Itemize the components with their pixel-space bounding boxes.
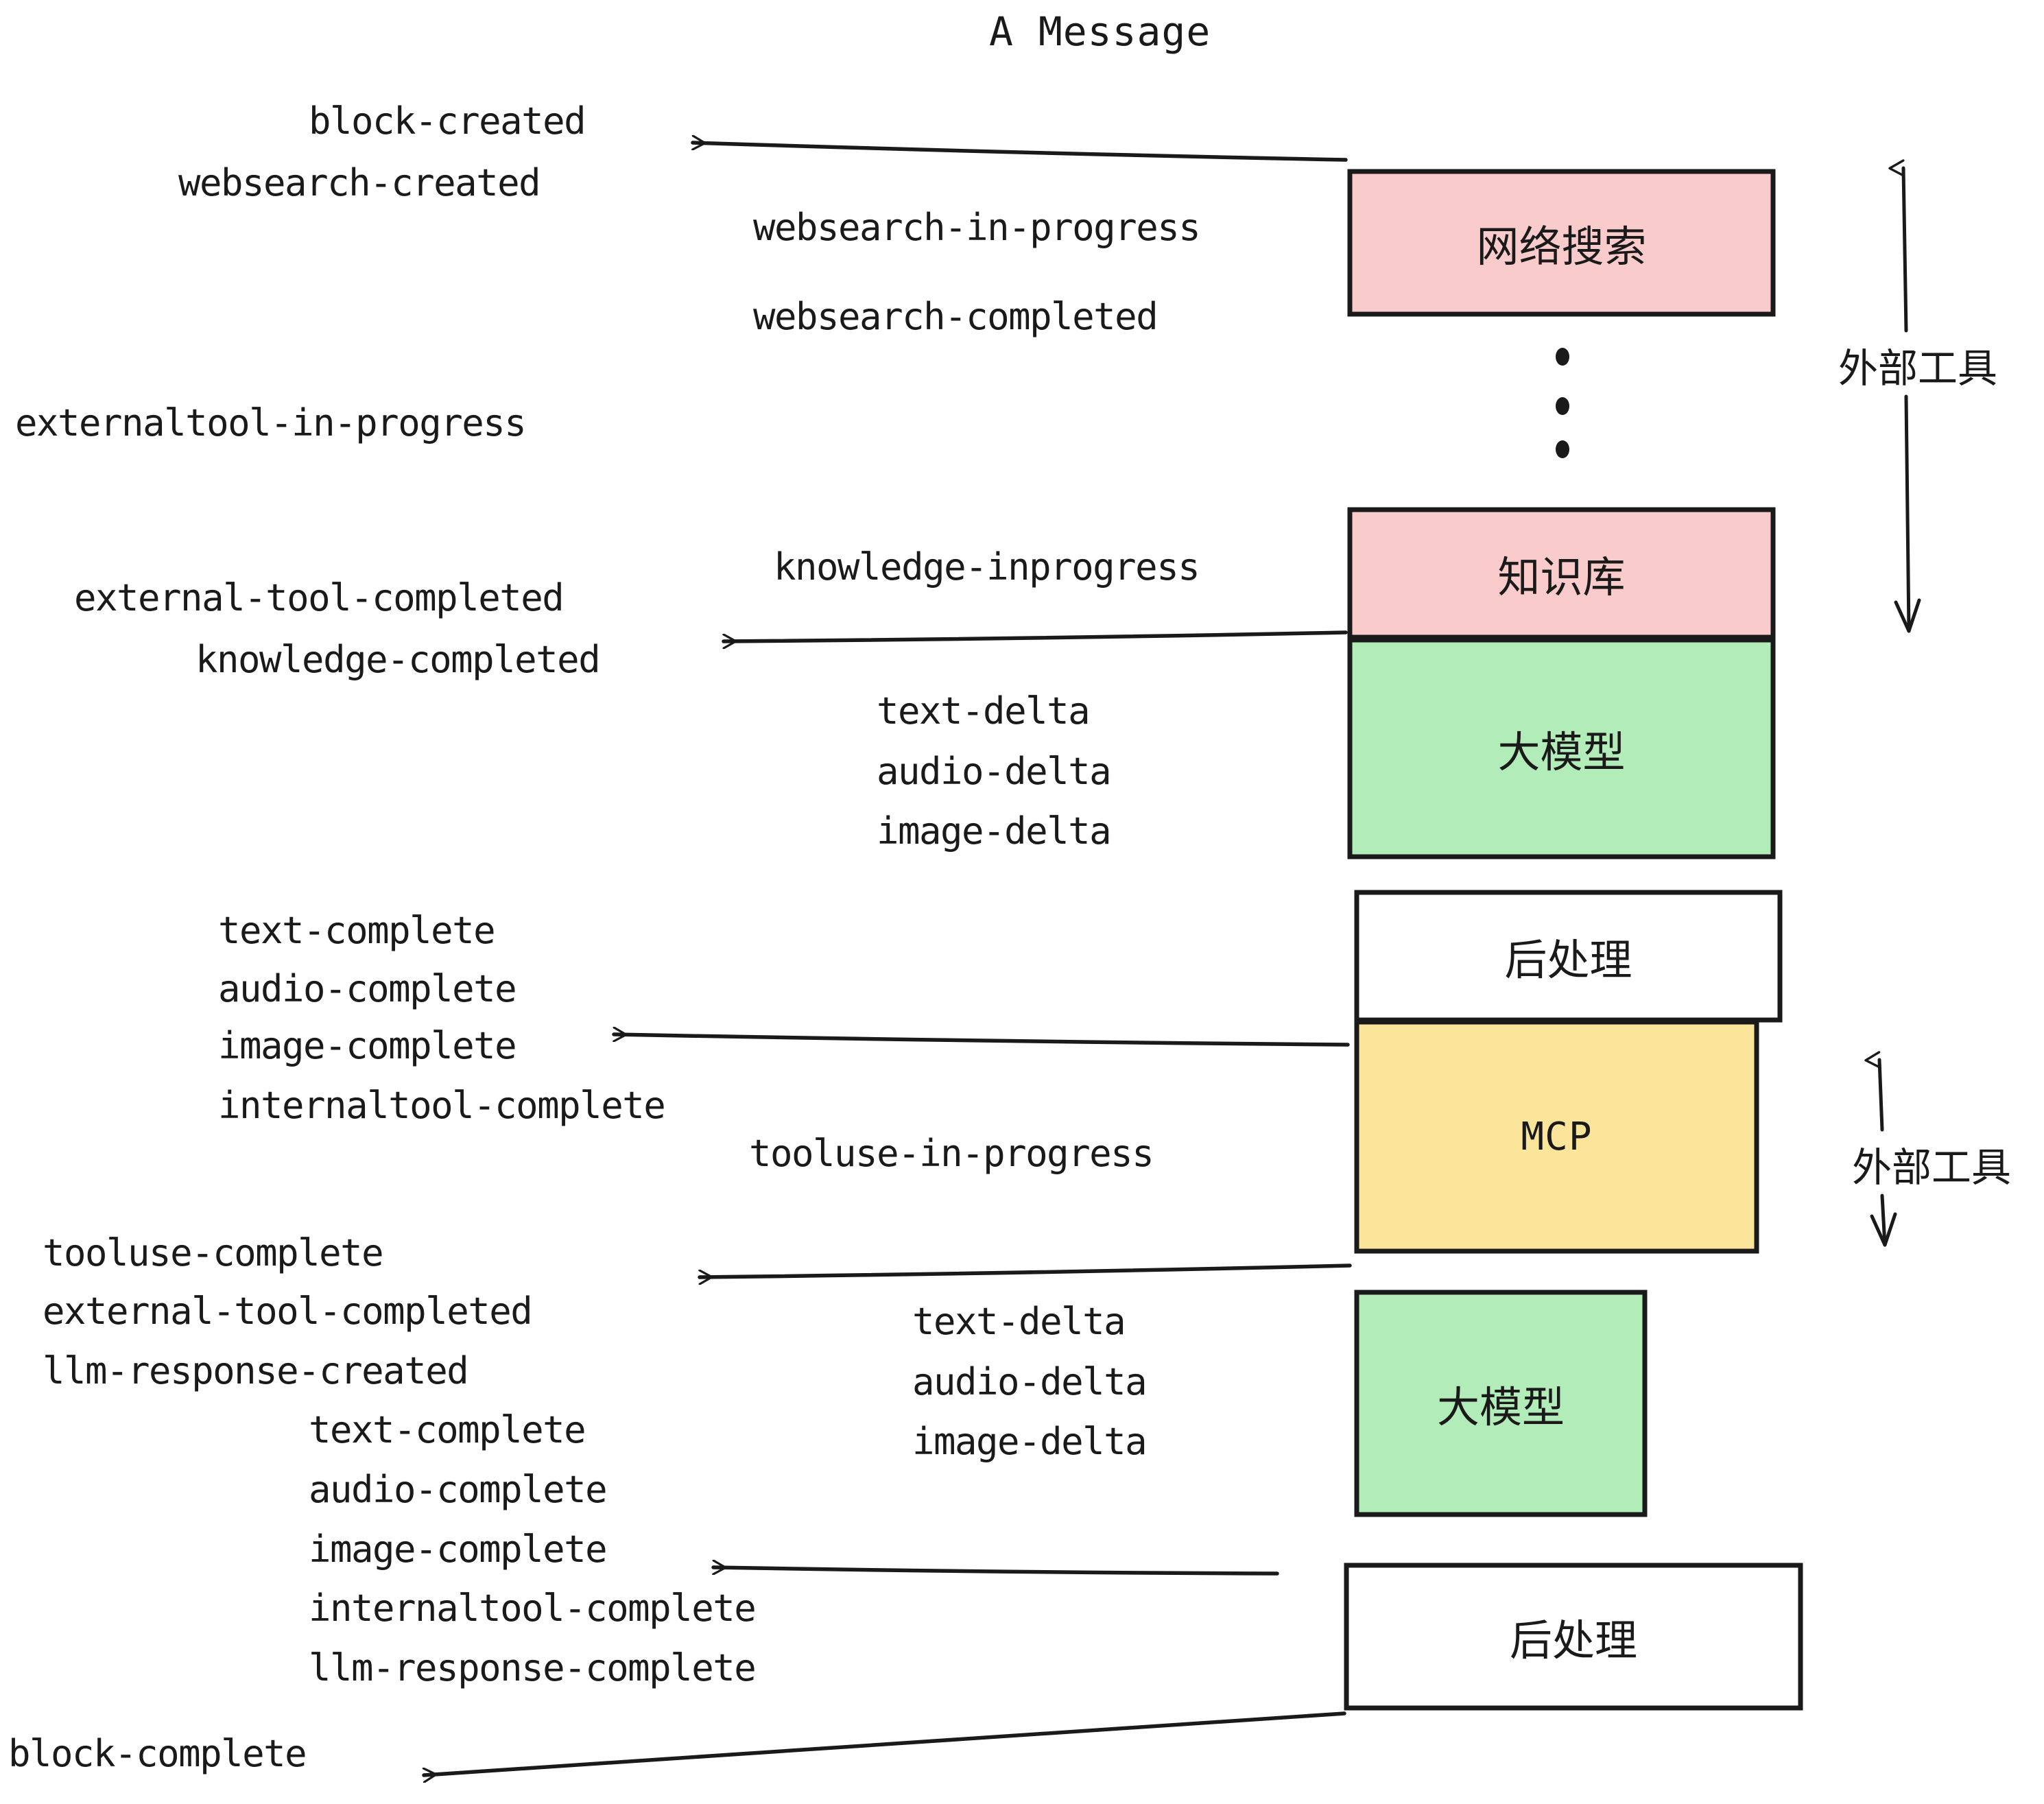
event-label: externaltool-in-progress xyxy=(15,401,527,444)
ellipsis-dot xyxy=(1556,440,1569,458)
event-label: audio-delta xyxy=(877,750,1112,793)
event-label: knowledge-completed xyxy=(195,638,601,681)
ellipsis-dot xyxy=(1556,397,1569,415)
group-label: 外部工具 xyxy=(1838,345,1998,392)
node-box xyxy=(1354,1019,1759,1254)
event-label: block-created xyxy=(309,99,586,143)
external-tool-range-upper-up-head xyxy=(1888,159,1908,333)
event-label: text-complete xyxy=(309,1408,586,1451)
page-title: A Message xyxy=(989,8,1211,55)
external-tool-range-lower-up-head xyxy=(1864,1051,1884,1132)
event-label: external-tool-completed xyxy=(74,576,565,619)
external-tool-range-upper-down-head xyxy=(1904,394,1911,633)
group-label: 外部工具 xyxy=(1852,1144,2012,1191)
node-box xyxy=(1354,1290,1648,1517)
event-label: internaltool-complete xyxy=(218,1084,666,1127)
event-label: websearch-in-progress xyxy=(753,206,1201,249)
event-label: llm-response-complete xyxy=(309,1646,757,1689)
event-label: text-complete xyxy=(218,909,496,952)
event-label: llm-response-created xyxy=(43,1349,469,1392)
external-tool-range-lower-down-head xyxy=(1880,1194,1887,1247)
node-rect-group xyxy=(1344,169,1803,1711)
event-label: websearch-completed xyxy=(753,295,1158,338)
external-tool-range-upper-down-tip xyxy=(1894,598,1921,633)
audio-complete-arrow xyxy=(711,1567,1279,1576)
event-label: tooluse-complete xyxy=(43,1231,384,1274)
event-label: audio-complete xyxy=(218,967,517,1010)
ellipsis-dot xyxy=(1556,348,1569,366)
knowledge-completed-arrow xyxy=(722,630,1348,641)
event-label: external-tool-completed xyxy=(43,1290,533,1333)
event-label: text-delta xyxy=(877,689,1091,733)
group-bracket-arrows xyxy=(1864,159,1921,1247)
event-label: image-complete xyxy=(218,1024,517,1067)
event-label: audio-complete xyxy=(309,1468,608,1511)
external-tool-range-lower-down-tip xyxy=(1870,1212,1897,1247)
event-label: block-complete xyxy=(8,1732,307,1775)
block-created-arrow xyxy=(691,143,1348,162)
event-label: audio-delta xyxy=(912,1360,1148,1403)
event-label: image-delta xyxy=(912,1420,1148,1463)
node-box xyxy=(1344,1563,1803,1711)
image-complete-arrow xyxy=(612,1034,1350,1047)
node-box xyxy=(1347,507,1776,640)
block-complete-arrow xyxy=(422,1711,1346,1775)
event-label: internaltool-complete xyxy=(309,1587,757,1630)
event-label: image-delta xyxy=(877,809,1112,853)
vertical-ellipsis xyxy=(1556,348,1569,458)
tooluse-complete-arrow xyxy=(698,1263,1352,1277)
event-label: image-complete xyxy=(309,1528,608,1571)
event-label: tooluse-in-progress xyxy=(749,1132,1154,1175)
event-label: knowledge-inprogress xyxy=(774,545,1200,589)
node-box xyxy=(1347,637,1776,859)
event-label: websearch-created xyxy=(178,161,541,204)
event-label: text-delta xyxy=(912,1300,1126,1343)
arrow-group xyxy=(422,143,1352,1775)
node-box xyxy=(1347,169,1776,317)
node-box xyxy=(1354,890,1783,1023)
